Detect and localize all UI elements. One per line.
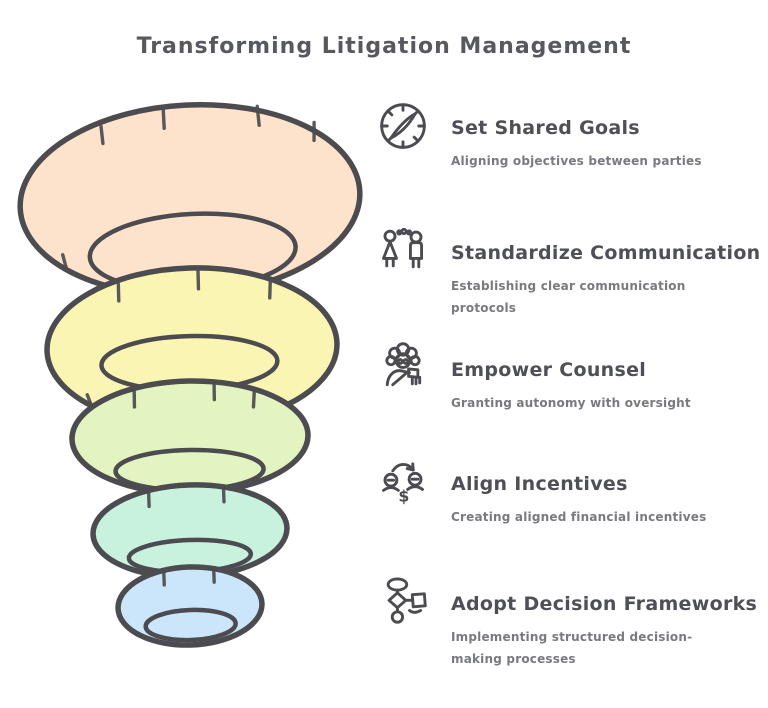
sketch-tick bbox=[162, 568, 216, 587]
item-title: Align Incentives bbox=[451, 473, 628, 495]
list-item-set-shared-goals: Set Shared Goals Aligning objectives bet… bbox=[377, 100, 768, 172]
compass-icon bbox=[377, 100, 429, 152]
funnel-layer-shape bbox=[69, 378, 311, 496]
flowchart-icon bbox=[377, 576, 429, 628]
item-description: Aligning objectives between parties bbox=[451, 154, 702, 168]
funnel-layer-set-shared-goals bbox=[17, 101, 363, 299]
list-item-empower-counsel: Empower Counsel Granting autonomy with o… bbox=[377, 342, 768, 414]
sketch-tick bbox=[132, 381, 256, 409]
funnel-ring bbox=[143, 607, 238, 643]
funnel-chart bbox=[17, 101, 363, 648]
sketch-tick bbox=[146, 487, 226, 509]
sketch-tick bbox=[85, 269, 272, 408]
item-title: Standardize Communication bbox=[451, 242, 761, 264]
list-item-standardize-communication: Standardize Communication Establishing c… bbox=[377, 225, 761, 319]
item-description: Creating aligned financial incentives bbox=[451, 510, 707, 524]
funnel-layer-shape bbox=[115, 564, 265, 648]
funnel-layer-standardize-communication bbox=[44, 265, 340, 429]
item-title: Empower Counsel bbox=[451, 359, 647, 381]
item-description: Establishing clear communication protoco… bbox=[451, 279, 686, 315]
page-title: Transforming Litigation Management bbox=[136, 34, 632, 59]
people-chat-icon bbox=[377, 225, 429, 277]
incentive-exchange-icon: $ bbox=[377, 456, 429, 508]
item-description: Implementing structured decision-making … bbox=[451, 630, 693, 666]
funnel-layer-empower-counsel bbox=[69, 378, 311, 496]
person-counsel-icon bbox=[377, 342, 429, 394]
item-description: Granting autonomy with oversight bbox=[451, 396, 691, 410]
item-title: Set Shared Goals bbox=[451, 117, 640, 139]
list-item-adopt-decision-frameworks: Adopt Decision Frameworks Implementing s… bbox=[377, 576, 757, 670]
funnel-layer-adopt-decision-frameworks bbox=[115, 564, 265, 648]
sketch-tick bbox=[60, 104, 316, 271]
item-title: Adopt Decision Frameworks bbox=[451, 593, 758, 615]
dollar-glyph: $ bbox=[398, 487, 409, 506]
list-item-align-incentives: $ Align Incentives Creating aligned fina… bbox=[377, 456, 768, 528]
